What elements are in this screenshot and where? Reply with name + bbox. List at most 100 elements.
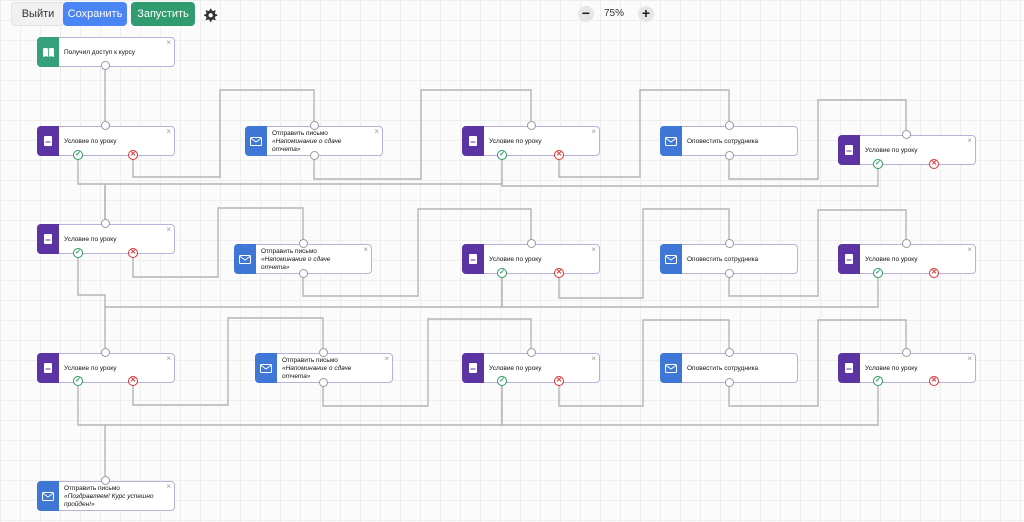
output-port[interactable] xyxy=(725,378,734,387)
condition-node[interactable]: Условие по уроку × xyxy=(462,353,600,383)
lesson-icon xyxy=(462,126,484,156)
yes-port-icon[interactable]: ✓ xyxy=(873,159,883,169)
no-port-icon[interactable]: ✕ xyxy=(128,376,138,386)
input-port[interactable] xyxy=(299,239,308,248)
no-port-icon[interactable]: ✕ xyxy=(929,159,939,169)
email-node[interactable]: Отправить письмо «Напоминание о сдаче от… xyxy=(255,353,393,383)
output-port[interactable] xyxy=(299,269,308,278)
close-icon[interactable]: × xyxy=(166,482,171,491)
close-icon[interactable]: × xyxy=(363,245,368,254)
no-port-icon[interactable]: ✕ xyxy=(128,248,138,258)
condition-node[interactable]: Условие по уроку × xyxy=(462,126,600,156)
condition-node[interactable]: Условие по уроку × xyxy=(37,224,175,254)
output-port[interactable] xyxy=(101,61,110,70)
yes-port-icon[interactable]: ✓ xyxy=(873,268,883,278)
gear-icon[interactable] xyxy=(201,6,219,24)
output-port[interactable] xyxy=(310,151,319,160)
run-button[interactable]: Запустить xyxy=(131,2,195,26)
no-port-icon[interactable]: ✕ xyxy=(554,268,564,278)
node-title: Отправить письмо «Напоминание о сдаче от… xyxy=(261,248,331,271)
no-port-icon[interactable]: ✕ xyxy=(554,150,564,160)
input-port[interactable] xyxy=(725,348,734,357)
close-icon[interactable]: × xyxy=(591,245,596,254)
node-title: Условие по уроку xyxy=(64,138,117,145)
output-port[interactable] xyxy=(725,151,734,160)
node-title: Условие по уроку xyxy=(489,365,542,372)
lesson-icon xyxy=(838,244,860,274)
book-icon xyxy=(37,37,59,67)
node-title: Условие по уроку xyxy=(489,138,542,145)
node-title: Условие по уроку xyxy=(64,236,117,243)
close-icon[interactable]: × xyxy=(374,127,379,136)
zoom-level: 75% xyxy=(604,8,625,19)
exit-button[interactable]: Выйти xyxy=(11,2,65,26)
yes-port-icon[interactable]: ✓ xyxy=(873,376,883,386)
condition-node[interactable]: Условие по уроку × xyxy=(838,135,976,165)
condition-node[interactable]: Условие по уроку × xyxy=(37,126,175,156)
input-port[interactable] xyxy=(725,239,734,248)
input-port[interactable] xyxy=(902,239,911,248)
notify-node[interactable]: Оповестить сотрудника xyxy=(660,244,798,274)
yes-port-icon[interactable]: ✓ xyxy=(497,150,507,160)
node-title: Отправить письмо «Поздравляем! Курс успе… xyxy=(64,485,154,508)
yes-port-icon[interactable]: ✓ xyxy=(73,150,83,160)
yes-port-icon[interactable]: ✓ xyxy=(497,268,507,278)
close-icon[interactable]: × xyxy=(967,354,972,363)
node-title: Условие по уроку xyxy=(865,147,918,154)
close-icon[interactable]: × xyxy=(166,38,171,47)
input-port[interactable] xyxy=(725,121,734,130)
toolbar: Выйти Сохранить Запустить − 75% + xyxy=(0,0,1024,30)
close-icon[interactable]: × xyxy=(591,354,596,363)
no-port-icon[interactable]: ✕ xyxy=(929,376,939,386)
input-port[interactable] xyxy=(527,348,536,357)
no-port-icon[interactable]: ✕ xyxy=(128,150,138,160)
node-title: Отправить письмо «Напоминание о сдаче от… xyxy=(282,357,352,380)
envelope-icon xyxy=(660,244,682,274)
node-title: Условие по уроку xyxy=(865,256,918,263)
input-port[interactable] xyxy=(101,348,110,357)
zoom-in-button[interactable]: + xyxy=(638,6,654,22)
close-icon[interactable]: × xyxy=(166,127,171,136)
lesson-icon xyxy=(838,353,860,383)
lesson-icon xyxy=(37,126,59,156)
output-port[interactable] xyxy=(725,269,734,278)
node-title: Оповестить сотрудника xyxy=(687,138,759,145)
close-icon[interactable]: × xyxy=(591,127,596,136)
yes-port-icon[interactable]: ✓ xyxy=(73,376,83,386)
no-port-icon[interactable]: ✕ xyxy=(554,376,564,386)
node-title: Условие по уроку xyxy=(489,256,542,263)
input-port[interactable] xyxy=(319,348,328,357)
node-title: Получил доступ к курсу xyxy=(64,49,135,56)
input-port[interactable] xyxy=(101,121,110,130)
lesson-icon xyxy=(37,224,59,254)
no-port-icon[interactable]: ✕ xyxy=(929,268,939,278)
input-port[interactable] xyxy=(902,348,911,357)
input-port[interactable] xyxy=(101,476,110,485)
condition-node[interactable]: Условие по уроку × xyxy=(462,244,600,274)
envelope-icon xyxy=(660,353,682,383)
condition-node[interactable]: Условие по уроку × xyxy=(838,244,976,274)
input-port[interactable] xyxy=(527,121,536,130)
close-icon[interactable]: × xyxy=(166,354,171,363)
final-email-node[interactable]: Отправить письмо «Поздравляем! Курс успе… xyxy=(37,481,175,511)
condition-node[interactable]: Условие по уроку × xyxy=(838,353,976,383)
node-title: Условие по уроку xyxy=(64,365,117,372)
close-icon[interactable]: × xyxy=(967,245,972,254)
input-port[interactable] xyxy=(101,219,110,228)
output-port[interactable] xyxy=(319,378,328,387)
input-port[interactable] xyxy=(902,130,911,139)
yes-port-icon[interactable]: ✓ xyxy=(73,248,83,258)
close-icon[interactable]: × xyxy=(166,225,171,234)
email-node[interactable]: Отправить письмо «Напоминание о сдаче от… xyxy=(245,126,383,156)
input-port[interactable] xyxy=(527,239,536,248)
close-icon[interactable]: × xyxy=(384,354,389,363)
zoom-out-button[interactable]: − xyxy=(578,6,594,22)
input-port[interactable] xyxy=(310,121,319,130)
yes-port-icon[interactable]: ✓ xyxy=(497,376,507,386)
save-button[interactable]: Сохранить xyxy=(63,2,127,26)
envelope-icon xyxy=(245,126,267,156)
close-icon[interactable]: × xyxy=(967,136,972,145)
condition-node[interactable]: Условие по уроку × xyxy=(37,353,175,383)
lesson-icon xyxy=(838,135,860,165)
